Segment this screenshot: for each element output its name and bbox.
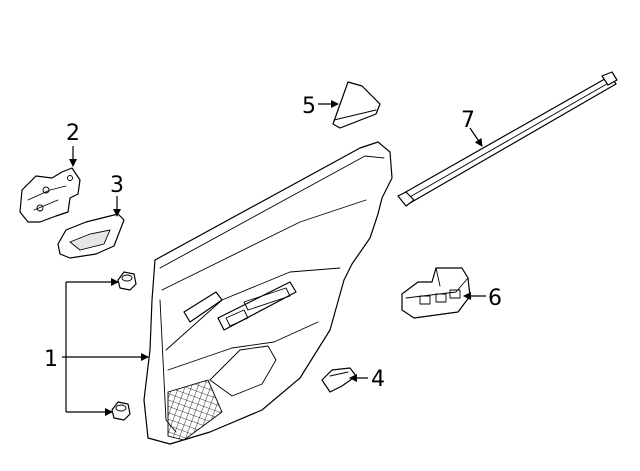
part-3-inside-handle (57, 213, 125, 259)
part-6-window-switch (401, 267, 471, 319)
clip-upper (117, 271, 137, 291)
callout-5: 5 (302, 94, 316, 119)
callout-6: 6 (488, 286, 502, 311)
callout-3: 3 (110, 173, 124, 198)
door-trim-panel (143, 141, 393, 445)
part-4-small-trim (321, 367, 357, 393)
clip-lower (111, 401, 131, 421)
part-5-corner-trim (332, 81, 381, 129)
part-7-belt-moulding (397, 71, 618, 207)
leader-7 (469, 127, 483, 147)
callout-2: 2 (66, 121, 80, 146)
callout-4: 4 (371, 367, 385, 392)
callout-7: 7 (461, 108, 475, 133)
part-2-handle-bracket (19, 167, 81, 223)
leader-1 (62, 278, 149, 416)
callout-1: 1 (44, 347, 58, 372)
